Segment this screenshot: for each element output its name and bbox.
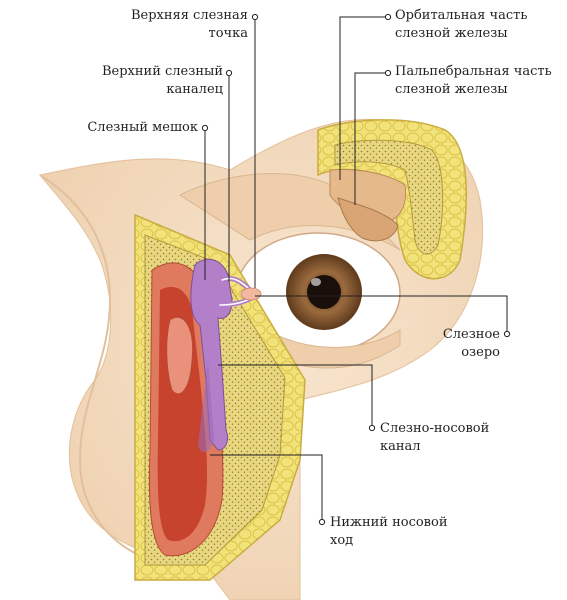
leader-dots [201, 13, 511, 526]
label-upper-punctum: Верхняя слезная точка [130, 8, 248, 41]
palpebral-gland-part [337, 197, 399, 242]
label-orbital-part: Орбитальная часть слезной железы [395, 8, 528, 41]
orbital-bone-upper [334, 139, 444, 255]
label-lacrimal-sac: Слезный мешок [87, 120, 198, 135]
lacrimal-lake-shape [240, 287, 262, 301]
label-nasolacrimal-duct: Слезно-носовой канал [380, 421, 490, 454]
nose-outline [39, 174, 151, 561]
label-upper-canaliculus: Верхний слезный каналец [101, 64, 223, 97]
label-lacrimal-lake: Слезное озеро [442, 327, 500, 360]
label-inferior-meatus: Нижний носовой ход [330, 515, 448, 548]
leader-lines [204, 16, 508, 522]
nasolacrimal-duct-shape [198, 360, 214, 452]
label-palpebral-part: Пальпебральная часть слезной железы [395, 64, 552, 97]
turbinate [166, 317, 193, 395]
